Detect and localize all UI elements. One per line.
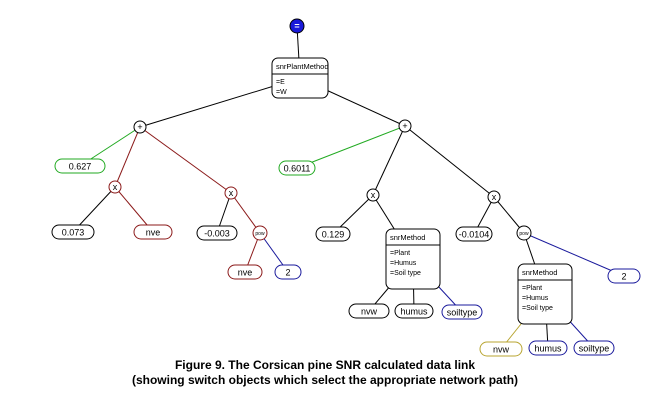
value-node-humus_a[interactable]: humus	[394, 303, 434, 319]
operator-label-mul_l1: x	[113, 182, 118, 192]
edge-plus_right-mul_r1	[372, 125, 406, 196]
switch-option-switch_mid-0: =Plant	[390, 250, 410, 257]
value-label-soil_b: soiltype	[579, 344, 610, 354]
operator-label-pow_r: pow	[519, 231, 529, 237]
operator-label-pow_l: pow	[255, 231, 265, 237]
operator-label-plus_right: +	[402, 121, 407, 131]
value-node-c_0627[interactable]: 0.627	[54, 158, 106, 174]
operator-node-root[interactable]: =	[289, 18, 305, 34]
edge-plus_left-mul_l1	[114, 126, 141, 188]
operator-node-mul_l2[interactable]: x	[224, 186, 238, 200]
value-label-nve_b: nve	[238, 268, 253, 278]
switch-option-switch_low-0: =Plant	[522, 285, 542, 292]
switch-option-switch_top-0: =E	[276, 79, 285, 86]
switch-title-switch_top: snrPlantMethod	[276, 62, 329, 71]
value-label-nve_a: nve	[146, 228, 161, 238]
edge-mul_r2-pow_r	[493, 196, 525, 234]
operator-node-mul_r2[interactable]: x	[487, 190, 501, 204]
switch-title-switch_low: snrMethod	[522, 268, 557, 277]
value-label-soil_a: soiltype	[447, 308, 478, 318]
switch-option-switch_low-1: =Humus	[522, 295, 549, 302]
value-label-two_a: 2	[285, 268, 290, 278]
value-label-nvw_a: nvw	[361, 307, 378, 317]
operator-node-plus_left[interactable]: +	[133, 120, 147, 134]
diagram-nodes: = snrPlantMethod =E =W + +0.627 0.6011 x x x x 0.07…	[51, 18, 641, 357]
edge-pow_r-two_b	[523, 232, 625, 277]
figure-caption-title: Figure 9. The Corsican pine SNR calculat…	[174, 358, 476, 372]
value-node-c_0129[interactable]: 0.129	[315, 226, 351, 242]
switch-option-switch_low-2: =Soil type	[522, 305, 553, 312]
figure-caption-subtitle: (showing switch objects which select the…	[131, 373, 519, 387]
value-node-two_b[interactable]: 2	[607, 268, 641, 284]
edge-plus_left-mul_l2	[139, 126, 232, 194]
value-node-nve_b[interactable]: nve	[227, 264, 263, 280]
value-label-c_0129: 0.129	[322, 230, 345, 240]
value-label-c_m00104: -0.0104	[459, 230, 490, 240]
switch-option-switch_top-1: =W	[276, 89, 287, 96]
value-label-c_06011: 0.6011	[284, 164, 311, 174]
value-node-nvw_a[interactable]: nvw	[348, 303, 390, 319]
value-node-nve_a[interactable]: nve	[133, 224, 173, 240]
switch-title-switch_mid: snrMethod	[390, 233, 425, 242]
operator-node-mul_r1[interactable]: x	[366, 188, 380, 202]
value-node-two_a[interactable]: 2	[274, 264, 302, 280]
operator-label-mul_r1: x	[371, 190, 376, 200]
operator-label-root: =	[294, 21, 299, 31]
value-label-humus_a: humus	[400, 307, 428, 317]
operator-label-mul_r2: x	[492, 192, 497, 202]
value-node-soil_b[interactable]: soiltype	[573, 340, 615, 356]
value-label-nvw_b: nvw	[493, 345, 510, 355]
value-node-c_m00104[interactable]: -0.0104	[455, 226, 493, 242]
switch-option-switch_mid-1: =Humus	[390, 260, 417, 267]
value-node-c_0073[interactable]: 0.073	[51, 224, 95, 240]
value-node-c_06011[interactable]: 0.6011	[278, 160, 316, 176]
operator-node-mul_l1[interactable]: x	[108, 180, 122, 194]
value-label-c_m0003: -0.003	[204, 229, 230, 239]
operator-node-plus_right[interactable]: +	[398, 119, 412, 133]
operator-node-pow_r[interactable]: pow	[516, 225, 532, 241]
switch-option-switch_mid-2: =Soil type	[390, 270, 421, 277]
operator-label-mul_l2: x	[229, 188, 234, 198]
edge-mul_l2-pow_l	[230, 192, 261, 234]
value-node-humus_b[interactable]: humus	[528, 340, 568, 356]
value-label-humus_b: humus	[534, 344, 562, 354]
value-label-two_b: 2	[621, 272, 626, 282]
edge-plus_right-c_06011	[296, 125, 406, 169]
switch-node-switch_top[interactable]: snrPlantMethod =E =W	[271, 57, 329, 99]
switch-node-switch_mid[interactable]: snrMethod =Plant =Humus =Soil type	[385, 228, 441, 290]
value-label-c_0627: 0.627	[69, 162, 92, 172]
switch-node-switch_low[interactable]: snrMethod =Plant =Humus =Soil type	[517, 263, 573, 325]
operator-node-pow_l[interactable]: pow	[252, 225, 268, 241]
value-node-soil_a[interactable]: soiltype	[441, 304, 483, 320]
value-node-nvw_b[interactable]: nvw	[479, 341, 523, 357]
value-node-c_m0003[interactable]: -0.003	[196, 225, 238, 241]
value-label-c_0073: 0.073	[62, 228, 85, 238]
edge-plus_right-mul_r2	[404, 125, 495, 198]
operator-label-plus_left: +	[137, 122, 142, 132]
